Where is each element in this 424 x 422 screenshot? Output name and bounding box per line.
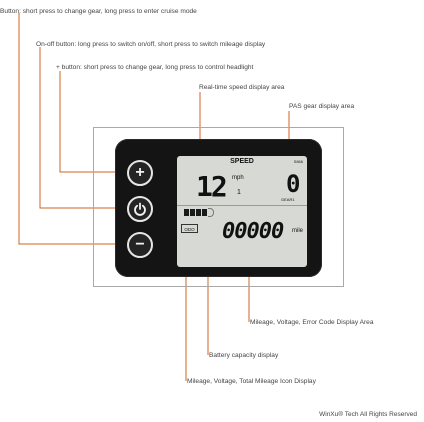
battery-cap (208, 208, 214, 217)
sub-value: 1 (237, 189, 241, 196)
speed-area-label: Real-time speed display area (199, 84, 285, 91)
icon-area-label: Mileage, Voltage, Total Mileage Icon Dis… (187, 378, 316, 385)
gear-label: GEAR1 (281, 197, 295, 202)
leader-line-plus-button (59, 71, 125, 173)
speed-value: 12 (196, 170, 228, 203)
leader-line-m-button (18, 13, 125, 245)
lcd-divider (177, 205, 307, 206)
plus-button-label: + button: short press to change gear, lo… (56, 64, 254, 71)
m-button-label: Button: short press to change gear, long… (0, 8, 197, 15)
plus-button[interactable]: + (127, 160, 153, 186)
gear-value: 0 (286, 170, 301, 198)
mileage-area-label: Mileage, Voltage, Error Code Display Are… (250, 319, 374, 326)
speed-unit: mph (232, 175, 244, 181)
onoff-button-label: On-off button: long press to switch on/o… (36, 41, 266, 48)
model-code: S866 (293, 159, 303, 164)
battery-cell (190, 209, 195, 216)
minus-button[interactable]: − (127, 232, 153, 258)
battery-area-label: Battery capacity display (209, 352, 279, 359)
leader-line-onoff-button (39, 47, 125, 209)
speed-header: SPEED (230, 158, 254, 165)
battery-cell (184, 209, 189, 216)
power-icon (134, 202, 146, 216)
battery-cell (196, 209, 201, 216)
battery-cell (202, 209, 207, 216)
power-button[interactable] (127, 196, 153, 222)
copyright-text: WinXu® Tech All Rights Reserved (319, 411, 417, 418)
pas-area-label: PAS gear display area (289, 103, 355, 110)
odo-icon: ODO (181, 224, 198, 233)
mileage-unit: mile (292, 228, 304, 234)
device-frame (93, 127, 344, 287)
mileage-value: 00000 (222, 219, 284, 244)
